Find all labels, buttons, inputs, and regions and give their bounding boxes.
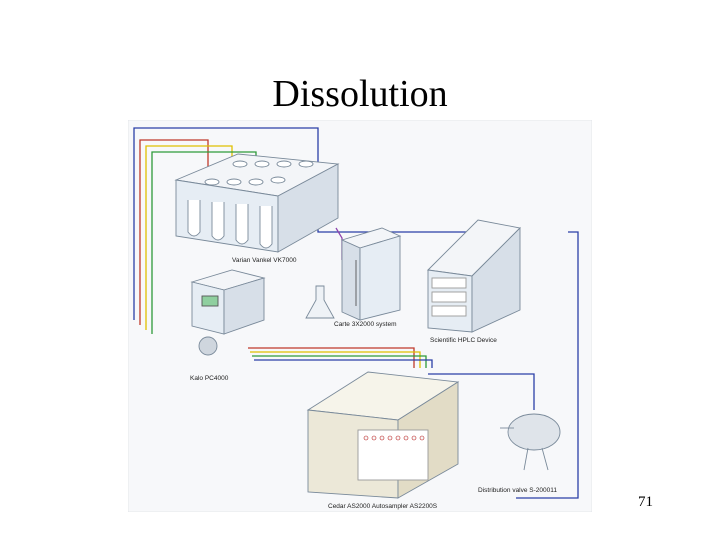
blue-line-outer: [133, 127, 319, 320]
autosampler-to-valve-blue: [428, 373, 535, 410]
pump-to-autosampler-green: [252, 355, 427, 368]
peristaltic-pump: [190, 269, 266, 356]
pump-to-autosampler-yellow: [250, 351, 421, 368]
red-line: [139, 139, 209, 325]
dissolution-tester: [174, 153, 340, 253]
pump-to-autosampler-red: [248, 347, 415, 368]
autosampler: [306, 371, 460, 499]
hplc-label: Scientific HPLC Device: [430, 337, 497, 344]
slide-title: Dissolution: [272, 73, 448, 115]
hplc-device: [427, 219, 521, 333]
distribution-valve: [500, 413, 561, 471]
hplc-to-valve-blue: [516, 231, 579, 499]
pump-label: Kalo PC4000: [190, 375, 229, 382]
slide-number: 71: [638, 494, 653, 510]
tubing-lines: [133, 127, 579, 499]
sampling-station: [340, 227, 402, 321]
valve-label: Distribution valve S-200011: [478, 487, 557, 494]
lab-equipment-diagram: Varian Vankel VK7000 Carte 3X2000 system…: [128, 120, 592, 512]
dissolution-tester-label: Varian Vankel VK7000: [232, 257, 297, 264]
sampling-station-label: Carte 3X2000 system: [334, 321, 397, 328]
erlenmeyer-flask: [305, 285, 335, 319]
autosampler-label: Cedar AS2000 Autosampler AS2200S: [328, 503, 438, 510]
pump-to-autosampler-blue: [254, 359, 433, 368]
